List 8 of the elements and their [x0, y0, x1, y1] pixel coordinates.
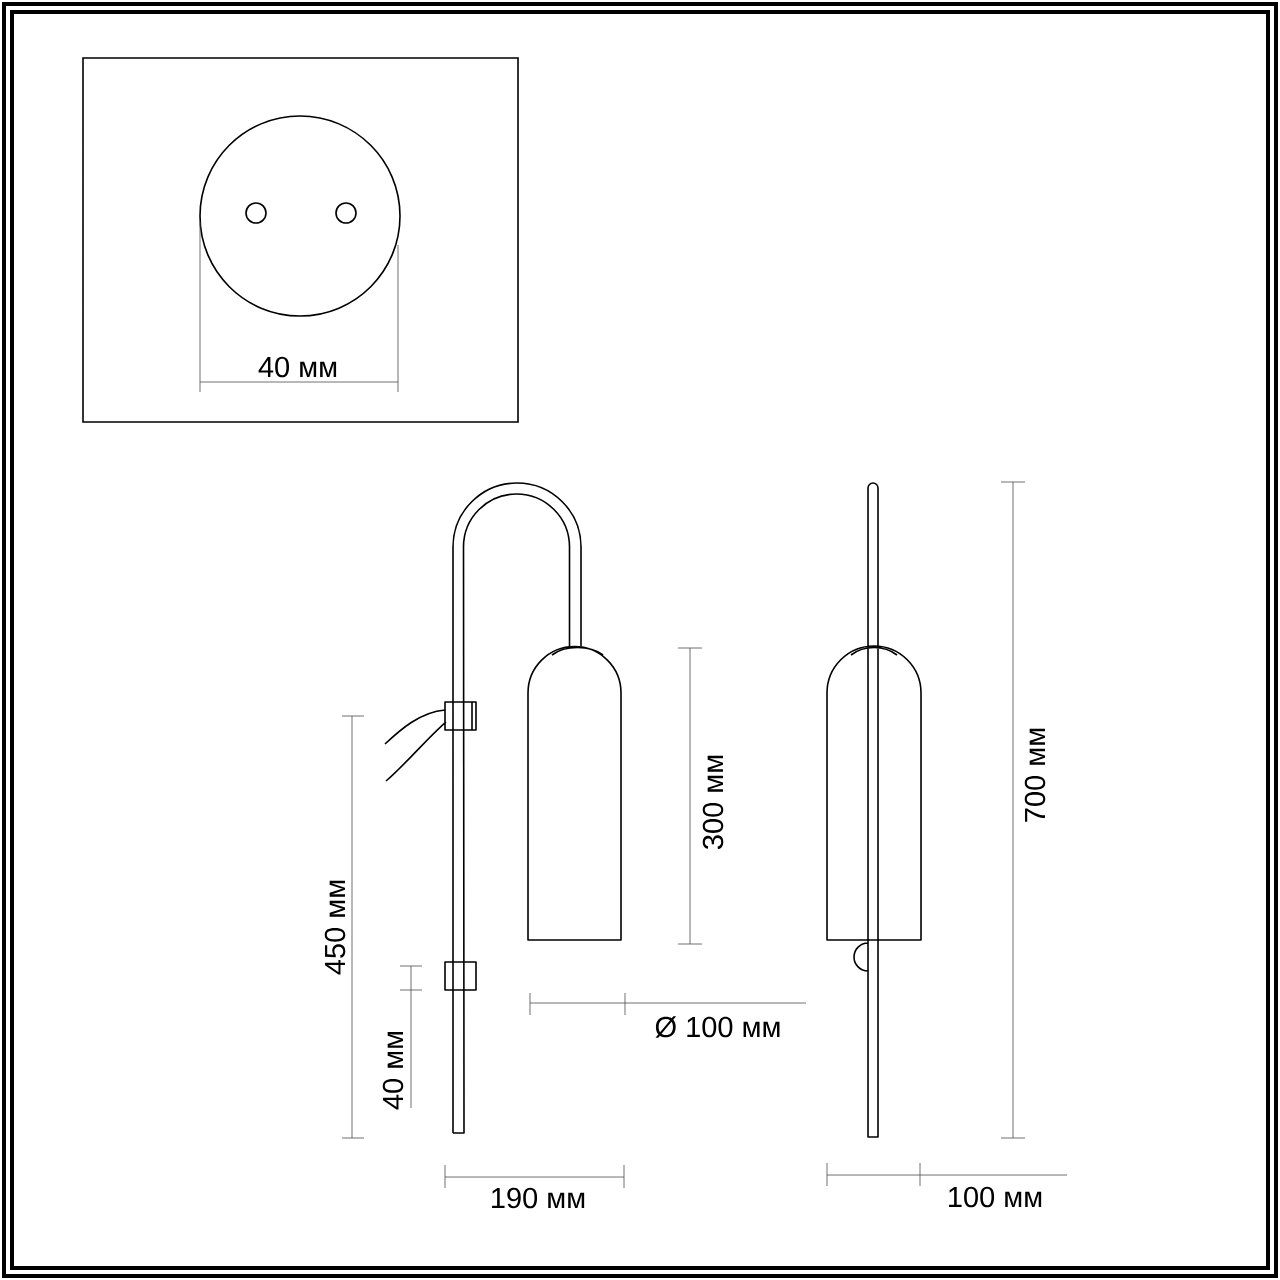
dimension-label: 300 мм: [702, 755, 724, 850]
dimension-label: 700 мм: [1024, 728, 1046, 822]
dimension-label: 190 мм: [492, 1187, 585, 1209]
dimension-label: 40 мм: [382, 1031, 404, 1110]
dimension-label: Ø 100 мм: [655, 1016, 780, 1038]
dimension-label: 450 мм: [324, 880, 346, 975]
dimension-label: 40 мм: [258, 356, 337, 378]
dimension-label: 100 мм: [949, 1186, 1042, 1208]
